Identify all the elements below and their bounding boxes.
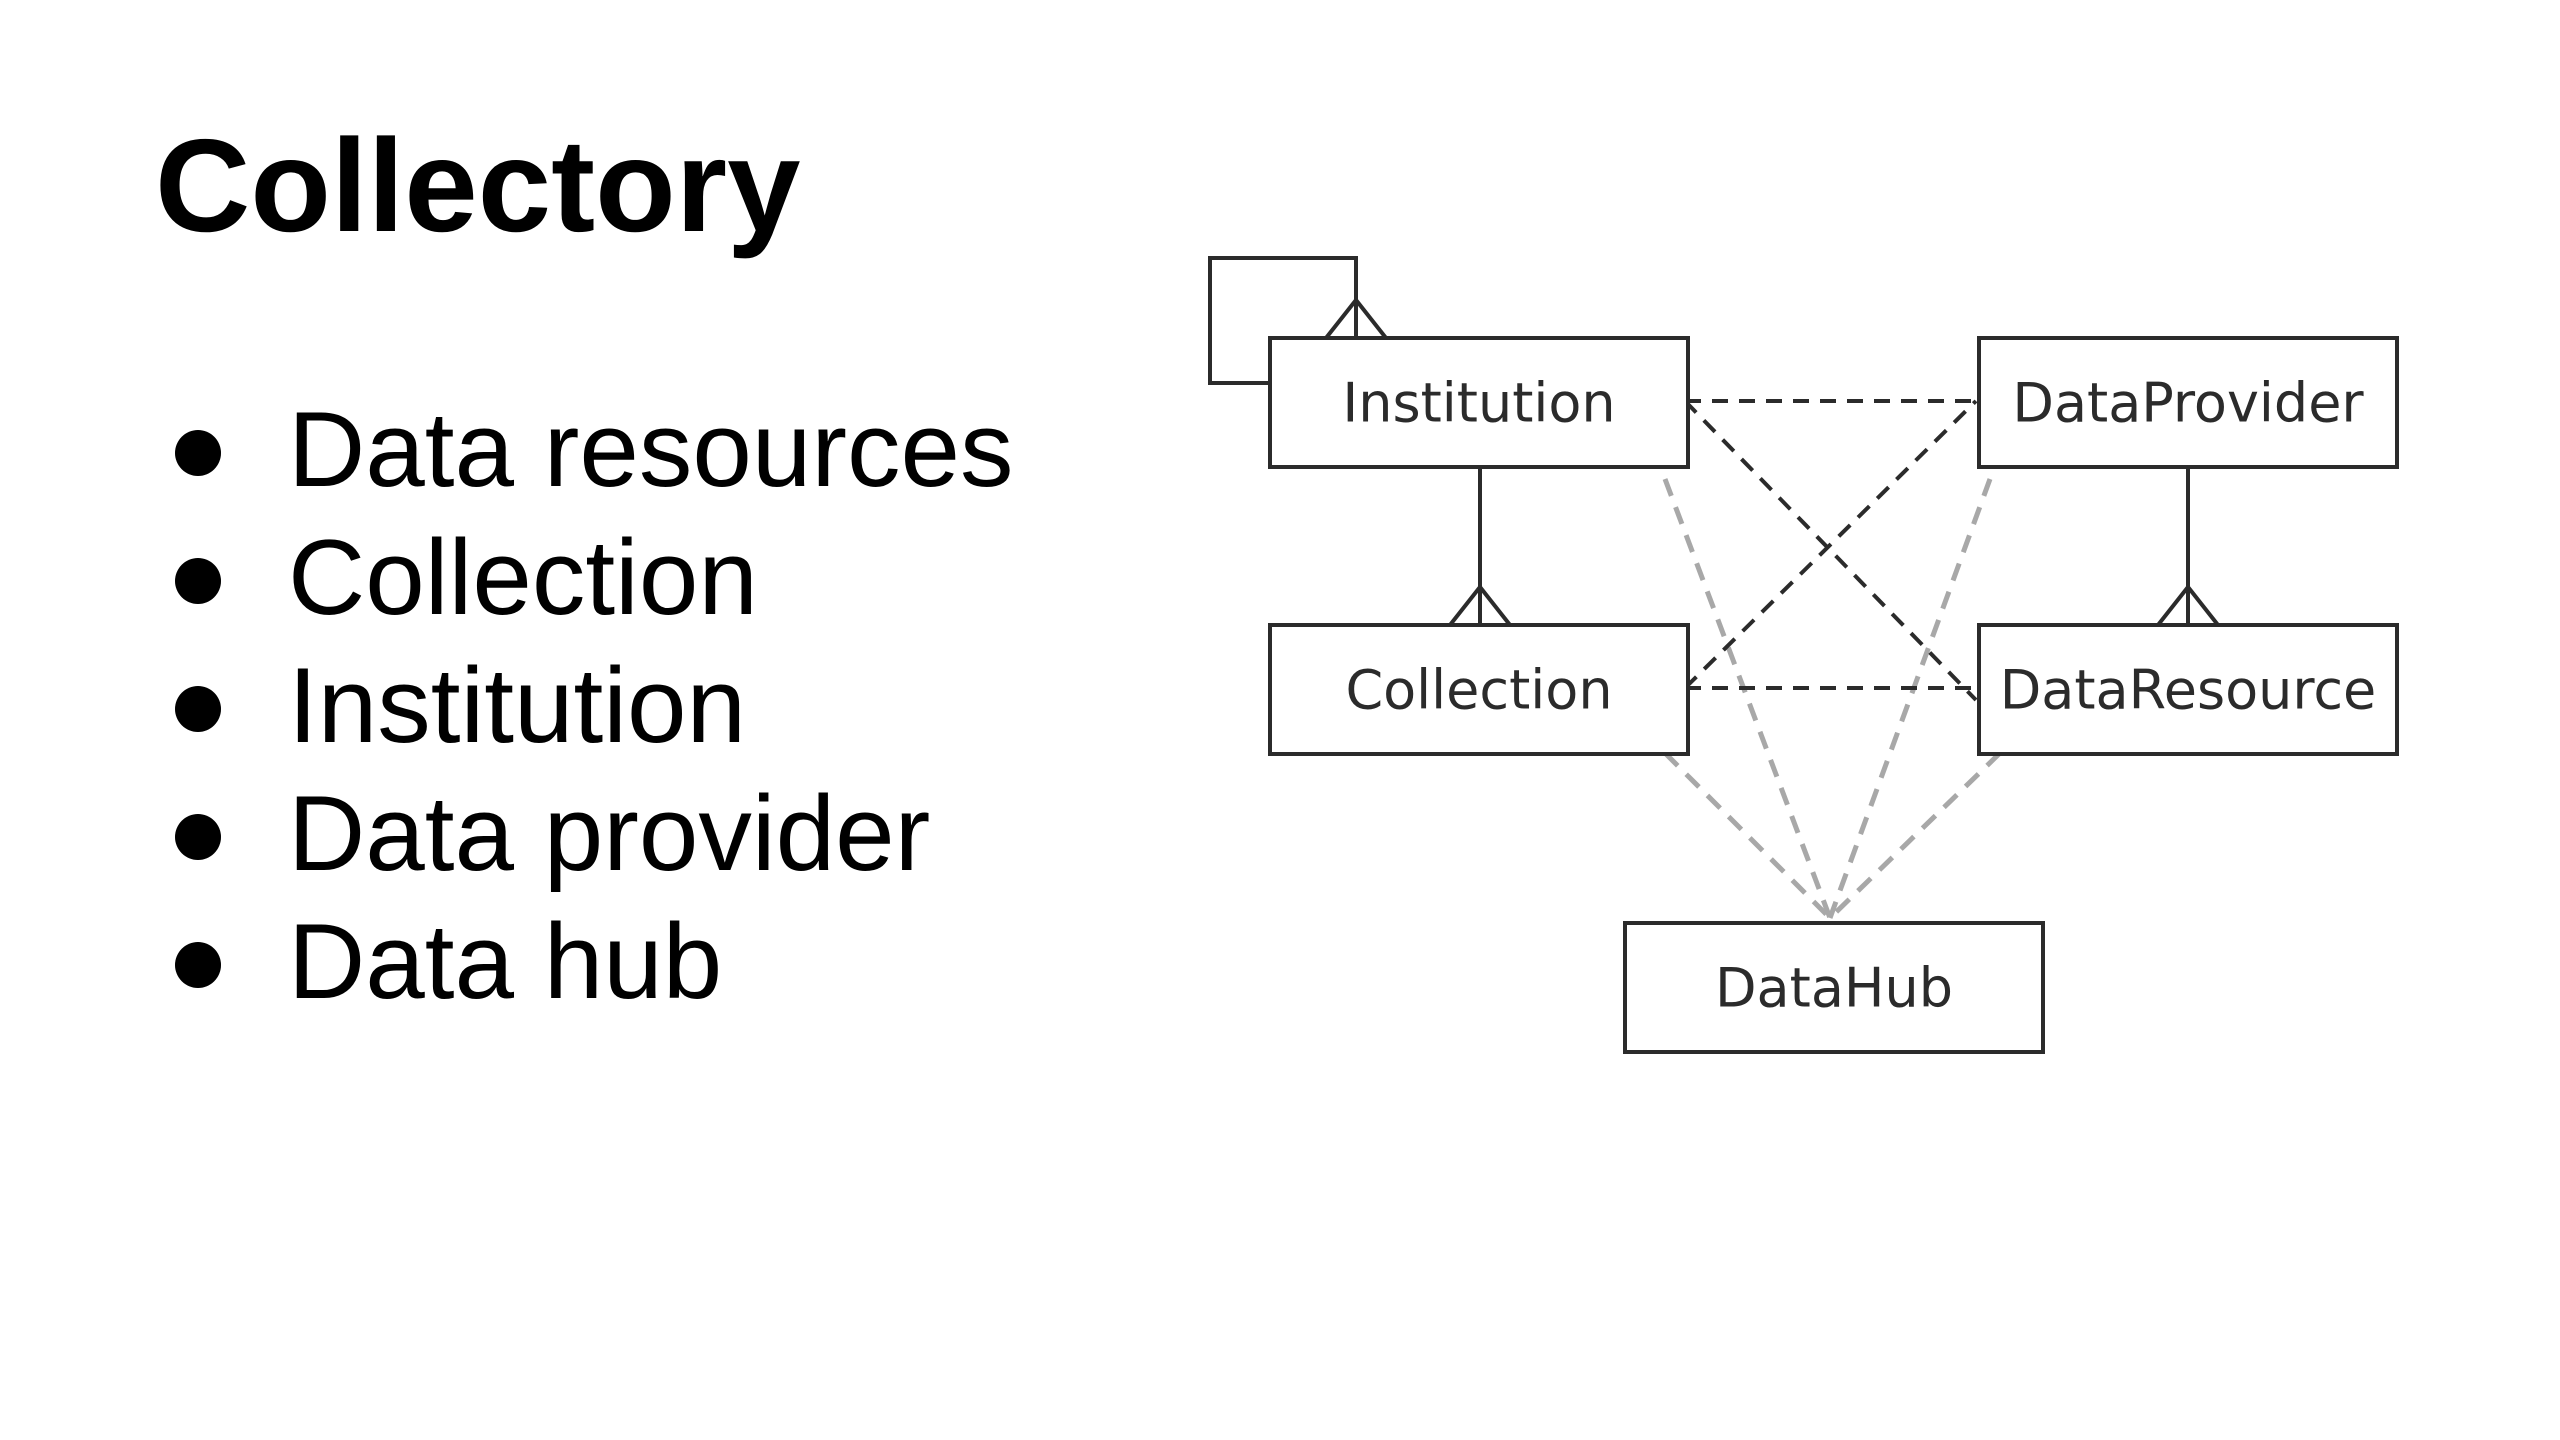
datahub-links <box>1662 478 2002 920</box>
bullet-text: Data provider <box>288 773 931 893</box>
bullet-text: Data hub <box>288 901 723 1021</box>
slide-title: Collectory <box>155 112 801 259</box>
datahub-dataprovider-link <box>1827 478 1993 919</box>
dataresource-crowfoot-icon <box>2156 583 2220 627</box>
institution-self-crowfoot-icon <box>1324 296 1388 340</box>
entity-box <box>1268 623 1690 756</box>
entity-box <box>1268 336 1690 469</box>
bullet-item: Institution <box>170 641 1014 769</box>
entity-label: Institution <box>1342 372 1615 435</box>
datahub-dataresource-link <box>1828 751 2002 920</box>
collection-dataprovider-link <box>1683 399 1978 690</box>
entity-label: DataProvider <box>2012 372 2364 435</box>
bullet-item: Collection <box>170 513 1014 641</box>
bullet-dot-icon <box>175 814 221 860</box>
datahub-collection-link <box>1663 751 1832 920</box>
bullet-dot-icon <box>175 558 221 604</box>
entity-box <box>1623 921 2045 1054</box>
entity-label: DataResource <box>2000 659 2377 722</box>
institution-dataresource-link <box>1683 399 1978 702</box>
institution-self-link <box>1208 256 1358 385</box>
entity-data-hub: DataHub <box>1623 921 2045 1054</box>
bullet-item: Data provider <box>170 769 1014 897</box>
bullet-list: Data resources Collection Institution Da… <box>170 385 1014 1025</box>
entity-box <box>1977 336 2399 469</box>
bullet-dot-icon <box>175 942 221 988</box>
entity-label: Collection <box>1345 659 1612 722</box>
bullet-text: Data resources <box>288 389 1014 509</box>
bullet-text: Institution <box>288 645 746 765</box>
entity-label: DataHub <box>1715 957 1953 1020</box>
entity-institution: Institution <box>1268 336 1690 469</box>
hierarchy-links <box>1208 256 2220 627</box>
bullet-text: Collection <box>288 517 758 637</box>
entity-data-provider: DataProvider <box>1977 336 2399 469</box>
bullet-dot-icon <box>175 430 221 476</box>
bullet-item: Data resources <box>170 385 1014 513</box>
entity-data-resource: DataResource <box>1977 623 2399 756</box>
datahub-institution-link <box>1662 478 1833 919</box>
bullet-dot-icon <box>175 686 221 732</box>
bullet-item: Data hub <box>170 897 1014 1025</box>
entity-box <box>1977 623 2399 756</box>
collection-crowfoot-icon <box>1448 583 1512 627</box>
entity-collection: Collection <box>1268 623 1690 756</box>
association-links <box>1683 399 1978 702</box>
